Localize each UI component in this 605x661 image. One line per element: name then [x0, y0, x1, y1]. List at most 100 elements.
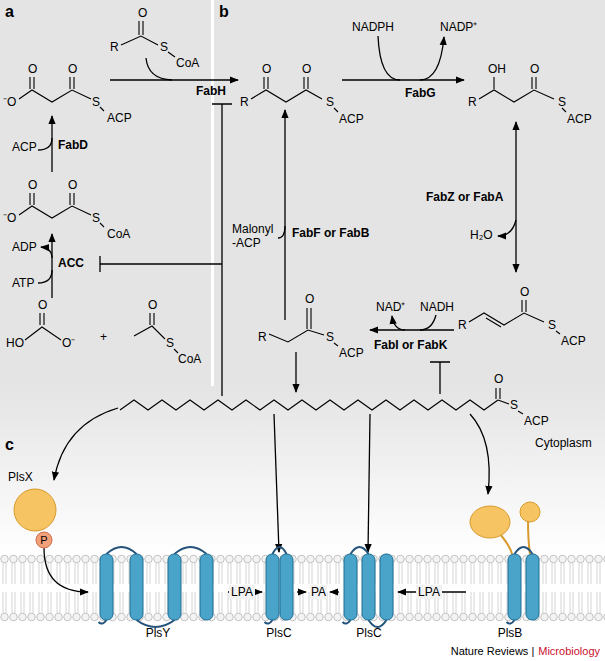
- transmembrane-helix: [100, 554, 113, 620]
- group-label: CoA: [107, 227, 130, 241]
- plus-sign: +: [100, 330, 107, 344]
- atom-label: O: [305, 292, 314, 306]
- pathway-line: [470, 414, 489, 494]
- membrane-protein-plsy: PlsY: [88, 548, 228, 640]
- pathway-line: [19, 77, 104, 111]
- atom-label: ⁻O: [3, 95, 16, 109]
- protein-globule: [520, 502, 540, 522]
- lipid-label: LPA: [229, 585, 255, 599]
- pathway-line: [41, 247, 52, 258]
- pathway-line: [38, 270, 52, 283]
- protein-name: PlsB: [498, 626, 523, 640]
- pathway-line: [38, 138, 52, 150]
- pathway-line: [100, 104, 232, 396]
- atom-label: S: [92, 95, 100, 109]
- protein-loop: [273, 547, 287, 554]
- pathway-line: [330, 591, 339, 592]
- substrate-label: Malonyl -ACP: [232, 222, 280, 250]
- atom-label: O: [38, 298, 47, 312]
- cofactor-label: NADH: [420, 300, 454, 314]
- membrane-protein-plsb: PlsB: [466, 490, 554, 640]
- atom-label: S: [160, 40, 168, 54]
- cofactor-label: NAD⁺: [376, 300, 405, 314]
- group-label: ACP: [339, 112, 364, 126]
- pathway-line: [392, 316, 405, 330]
- protein-globule: [470, 506, 510, 538]
- pathway-line: [19, 193, 104, 227]
- atom-label: O: [138, 6, 147, 20]
- atom-label: HO: [6, 336, 24, 350]
- pathway-line: [51, 116, 52, 172]
- protein-loop: [351, 547, 369, 554]
- pathway-line: [420, 315, 436, 330]
- atom-label: O: [530, 62, 539, 76]
- enzyme-label: FabZ or FabA: [426, 190, 503, 204]
- membrane-protein-plsc: PlsC: [340, 548, 398, 640]
- group-label: ACP: [524, 414, 549, 428]
- atom-label: O: [148, 298, 157, 312]
- pathway-line: [469, 300, 560, 334]
- atom-label: ⁻O: [3, 211, 16, 225]
- pathway-line: [146, 58, 172, 80]
- line-group: [38, 36, 516, 592]
- panel-letter: c: [5, 436, 14, 454]
- group-label: ACP: [567, 112, 592, 126]
- node-shape: [466, 490, 554, 640]
- pathway-line: [54, 408, 118, 480]
- enzyme-label: ACC: [58, 256, 84, 270]
- lipid-label: PA: [310, 585, 327, 599]
- compartment-label: Cytoplasm: [535, 436, 592, 450]
- enzyme-label: FabI or FabK: [374, 338, 447, 352]
- pathway-line: [278, 226, 285, 238]
- membrane-protein-plsc: PlsC: [262, 548, 296, 640]
- pathway-line: [496, 388, 523, 414]
- pathway-line: [295, 352, 296, 392]
- atom-label: R: [468, 95, 477, 109]
- panel-letter: a: [5, 3, 14, 21]
- atom-label: O: [28, 62, 37, 76]
- background-panel: [0, 554, 605, 622]
- enzyme-label: FabF or FabB: [292, 226, 369, 240]
- enzyme-label: FabG: [405, 86, 436, 100]
- background-panel: [211, 0, 214, 386]
- protein-loop: [137, 620, 175, 627]
- pathway-line: [378, 36, 400, 80]
- transmembrane-helix: [508, 554, 521, 620]
- pathway-line: [110, 79, 238, 80]
- atom-label: S: [92, 211, 100, 225]
- protein-tail: [343, 620, 351, 624]
- acyltransferase-plsx: PlsX: [5, 468, 67, 534]
- atom-label: O: [28, 178, 37, 192]
- protein-name: PlsC: [356, 626, 381, 640]
- protein-loop: [369, 620, 387, 627]
- reaction-arrow: [44, 548, 88, 592]
- journal-section: Microbiology: [538, 645, 600, 658]
- pathway-line: [251, 77, 338, 112]
- panel-letter: b: [219, 3, 229, 21]
- atom-label: R: [458, 318, 467, 332]
- transmembrane-helix: [200, 554, 213, 620]
- pathway-line: [515, 122, 516, 272]
- pathway-line: [297, 591, 306, 592]
- journal-name: Nature Reviews |: [451, 645, 535, 658]
- protein-tail: [265, 620, 273, 624]
- protein-tail: [99, 620, 107, 624]
- pathway-line: [274, 414, 279, 552]
- pathway-line: [134, 313, 178, 353]
- cofactor-label: H₂O: [470, 228, 493, 242]
- cofactor-label: ATP: [12, 276, 34, 290]
- atom-label: O: [68, 178, 77, 192]
- enzyme-label: FabH: [196, 84, 226, 98]
- cofactor-label: NADP⁺: [440, 20, 477, 34]
- cofactor-label: ADP: [12, 240, 37, 254]
- enzyme-label: FabD: [58, 138, 88, 152]
- transmembrane-helix: [526, 554, 539, 620]
- pathway-line: [51, 234, 52, 298]
- atom-label: O: [494, 372, 503, 386]
- pathway-line: [370, 329, 454, 330]
- transmembrane-helix: [266, 554, 279, 620]
- pathway-line: [498, 220, 516, 236]
- phosphate-circle: [36, 532, 52, 548]
- pathway-line: [25, 313, 61, 340]
